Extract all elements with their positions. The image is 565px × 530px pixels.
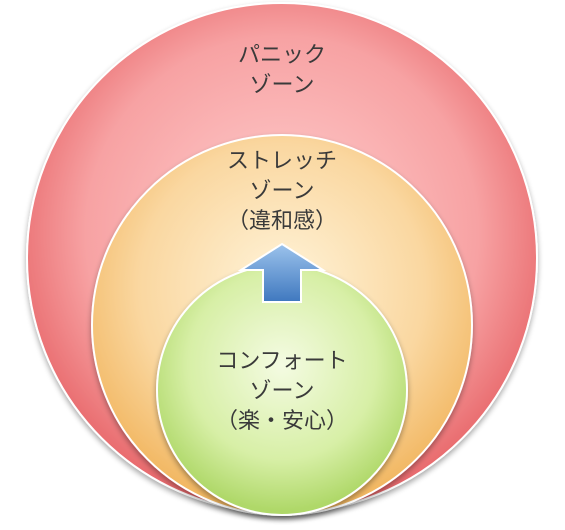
panic-zone-label-line-2: ゾーン <box>250 73 315 98</box>
stretch-zone-label: ストレッチ ゾーン （違和感） <box>227 149 337 234</box>
stretch-zone-label-line-2: ゾーン <box>250 179 315 204</box>
comfort-zone-label: コンフォート ゾーン （楽・安心） <box>216 349 348 434</box>
comfort-zone-label-line-3: （楽・安心） <box>216 409 348 434</box>
comfort-zone-label-line-2: ゾーン <box>250 379 315 404</box>
up-arrow-icon <box>237 242 327 303</box>
panic-zone-label-line-1: パニック <box>238 43 326 68</box>
stretch-zone-label-line-3: （違和感） <box>227 209 337 234</box>
comfort-zone-label-line-1: コンフォート <box>216 349 347 374</box>
stretch-zone-label-line-1: ストレッチ <box>227 149 337 174</box>
panic-zone-label: パニック ゾーン <box>238 43 326 98</box>
